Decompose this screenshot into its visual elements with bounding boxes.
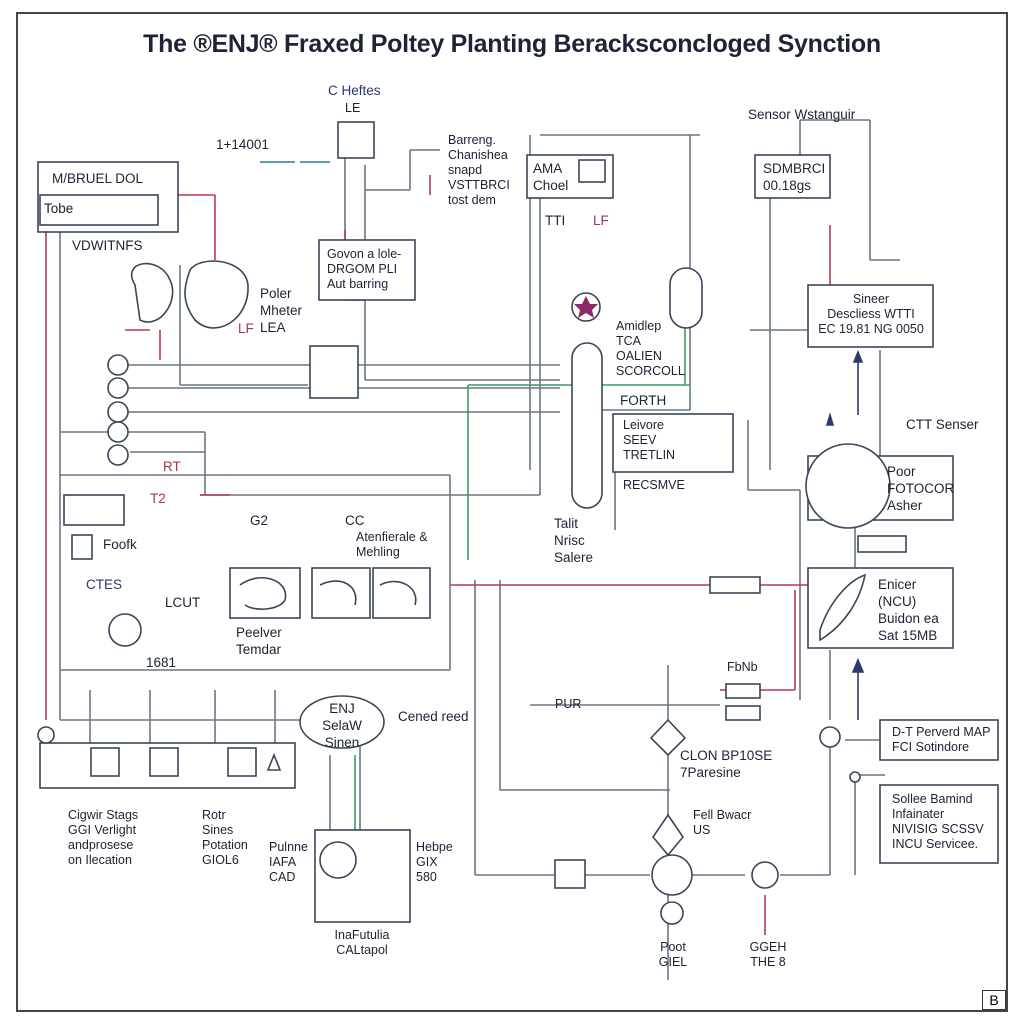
label-leivore: Leivore SEEV TRETLIN — [623, 418, 676, 462]
label-tobe: Tobe — [44, 201, 74, 216]
label-ctes: CTES — [86, 577, 123, 592]
label-rt: RT — [163, 459, 181, 474]
label-g2: G2 — [250, 513, 269, 528]
label-pur: PUR — [555, 697, 582, 711]
label-le: LE — [345, 101, 361, 115]
label-ctt-senser: CTT Senser — [906, 417, 979, 432]
label-vdwitnfs: VDWITNFS — [72, 238, 143, 253]
label-hebpe: Hebpe GIX 580 — [416, 840, 453, 884]
label-sollee: Sollee Bamind Infainater NIVISIG SCSSV I… — [892, 792, 984, 851]
label-govon: Govon a lole- DRGOM PLI Aut barring — [327, 247, 402, 291]
label-atenfierale: Atenfierale & Mehling — [356, 530, 428, 559]
label-sineer: Sineer Descliess WTTI EC 19.81 NG 0050 — [818, 292, 924, 336]
label-1681: 1681 — [146, 655, 177, 670]
label-t2: T2 — [150, 491, 166, 506]
label-foofk: Foofk — [103, 537, 137, 552]
label-tti: TTI — [545, 213, 566, 228]
label-clon-bp10se: CLON BP10SE 7Paresine — [680, 748, 773, 780]
label-mbruel: M/BRUEL DOL — [52, 171, 144, 186]
label-number-1-14001: 1+14001 — [216, 137, 269, 152]
label-lf-pump: LF — [238, 321, 254, 336]
label-ama: AMA Choel — [533, 161, 569, 193]
label-forth: FORTH — [620, 393, 667, 408]
label-enj-selaw: ENJ SelaW Sinen — [322, 701, 362, 750]
label-barreng: Barreng. Chanishea snapd VSTTBRCI tost d… — [448, 133, 510, 207]
label-poler: Poler Mheter LEA — [260, 286, 303, 335]
label-pulnne: Pulnne IAFA CAD — [269, 840, 308, 884]
label-cigwir-stags: Cigwir Stags GGI Verlight andprosese on … — [68, 808, 139, 867]
label-peelver: Peelver Temdar — [236, 625, 282, 657]
label-lf-ama: LF — [593, 213, 609, 228]
label-fbnb: FbNb — [727, 660, 758, 674]
label-sdmbrci: SDMBRCI 00.18gs — [763, 161, 826, 193]
label-cened-reed: Cened reed — [398, 709, 469, 724]
label-poot: Poot GIEL — [658, 940, 688, 969]
label-c-heftes: C Heftes — [328, 83, 381, 98]
label-infutulia: InaFutulia CALtapol — [334, 928, 390, 957]
diagram-title: The ®ENJ® Fraxed Poltey Planting Beracks… — [143, 30, 881, 58]
label-enicer: Enicer (NCU) Buidon ea Sat 15MB — [878, 577, 939, 643]
label-dt-perverd: D-T Perverd MAP FCI Sotindore — [892, 725, 991, 754]
label-rotr-sines: Rotr Sines Potation GIOL6 — [202, 808, 248, 867]
label-cc: CC — [345, 513, 365, 528]
label-amidlep: Amidlep TCA OALIEN SCORCOLL — [616, 319, 685, 378]
corner-mark: B — [982, 990, 1006, 1010]
label-fell-bwacr: Fell Bwacr US — [693, 808, 752, 837]
label-sensor-wstanguir: Sensor Wstanguir — [748, 107, 856, 122]
label-lcut: LCUT — [165, 595, 201, 610]
label-ggeh: GGEH THE 8 — [749, 940, 787, 969]
label-recsmve: RECSMVE — [623, 478, 685, 492]
diagram-frame — [16, 12, 1008, 1012]
label-talit: Talit Nrisc Salere — [554, 516, 594, 565]
label-poor: Poor FOTOCOR Asher — [887, 464, 955, 513]
